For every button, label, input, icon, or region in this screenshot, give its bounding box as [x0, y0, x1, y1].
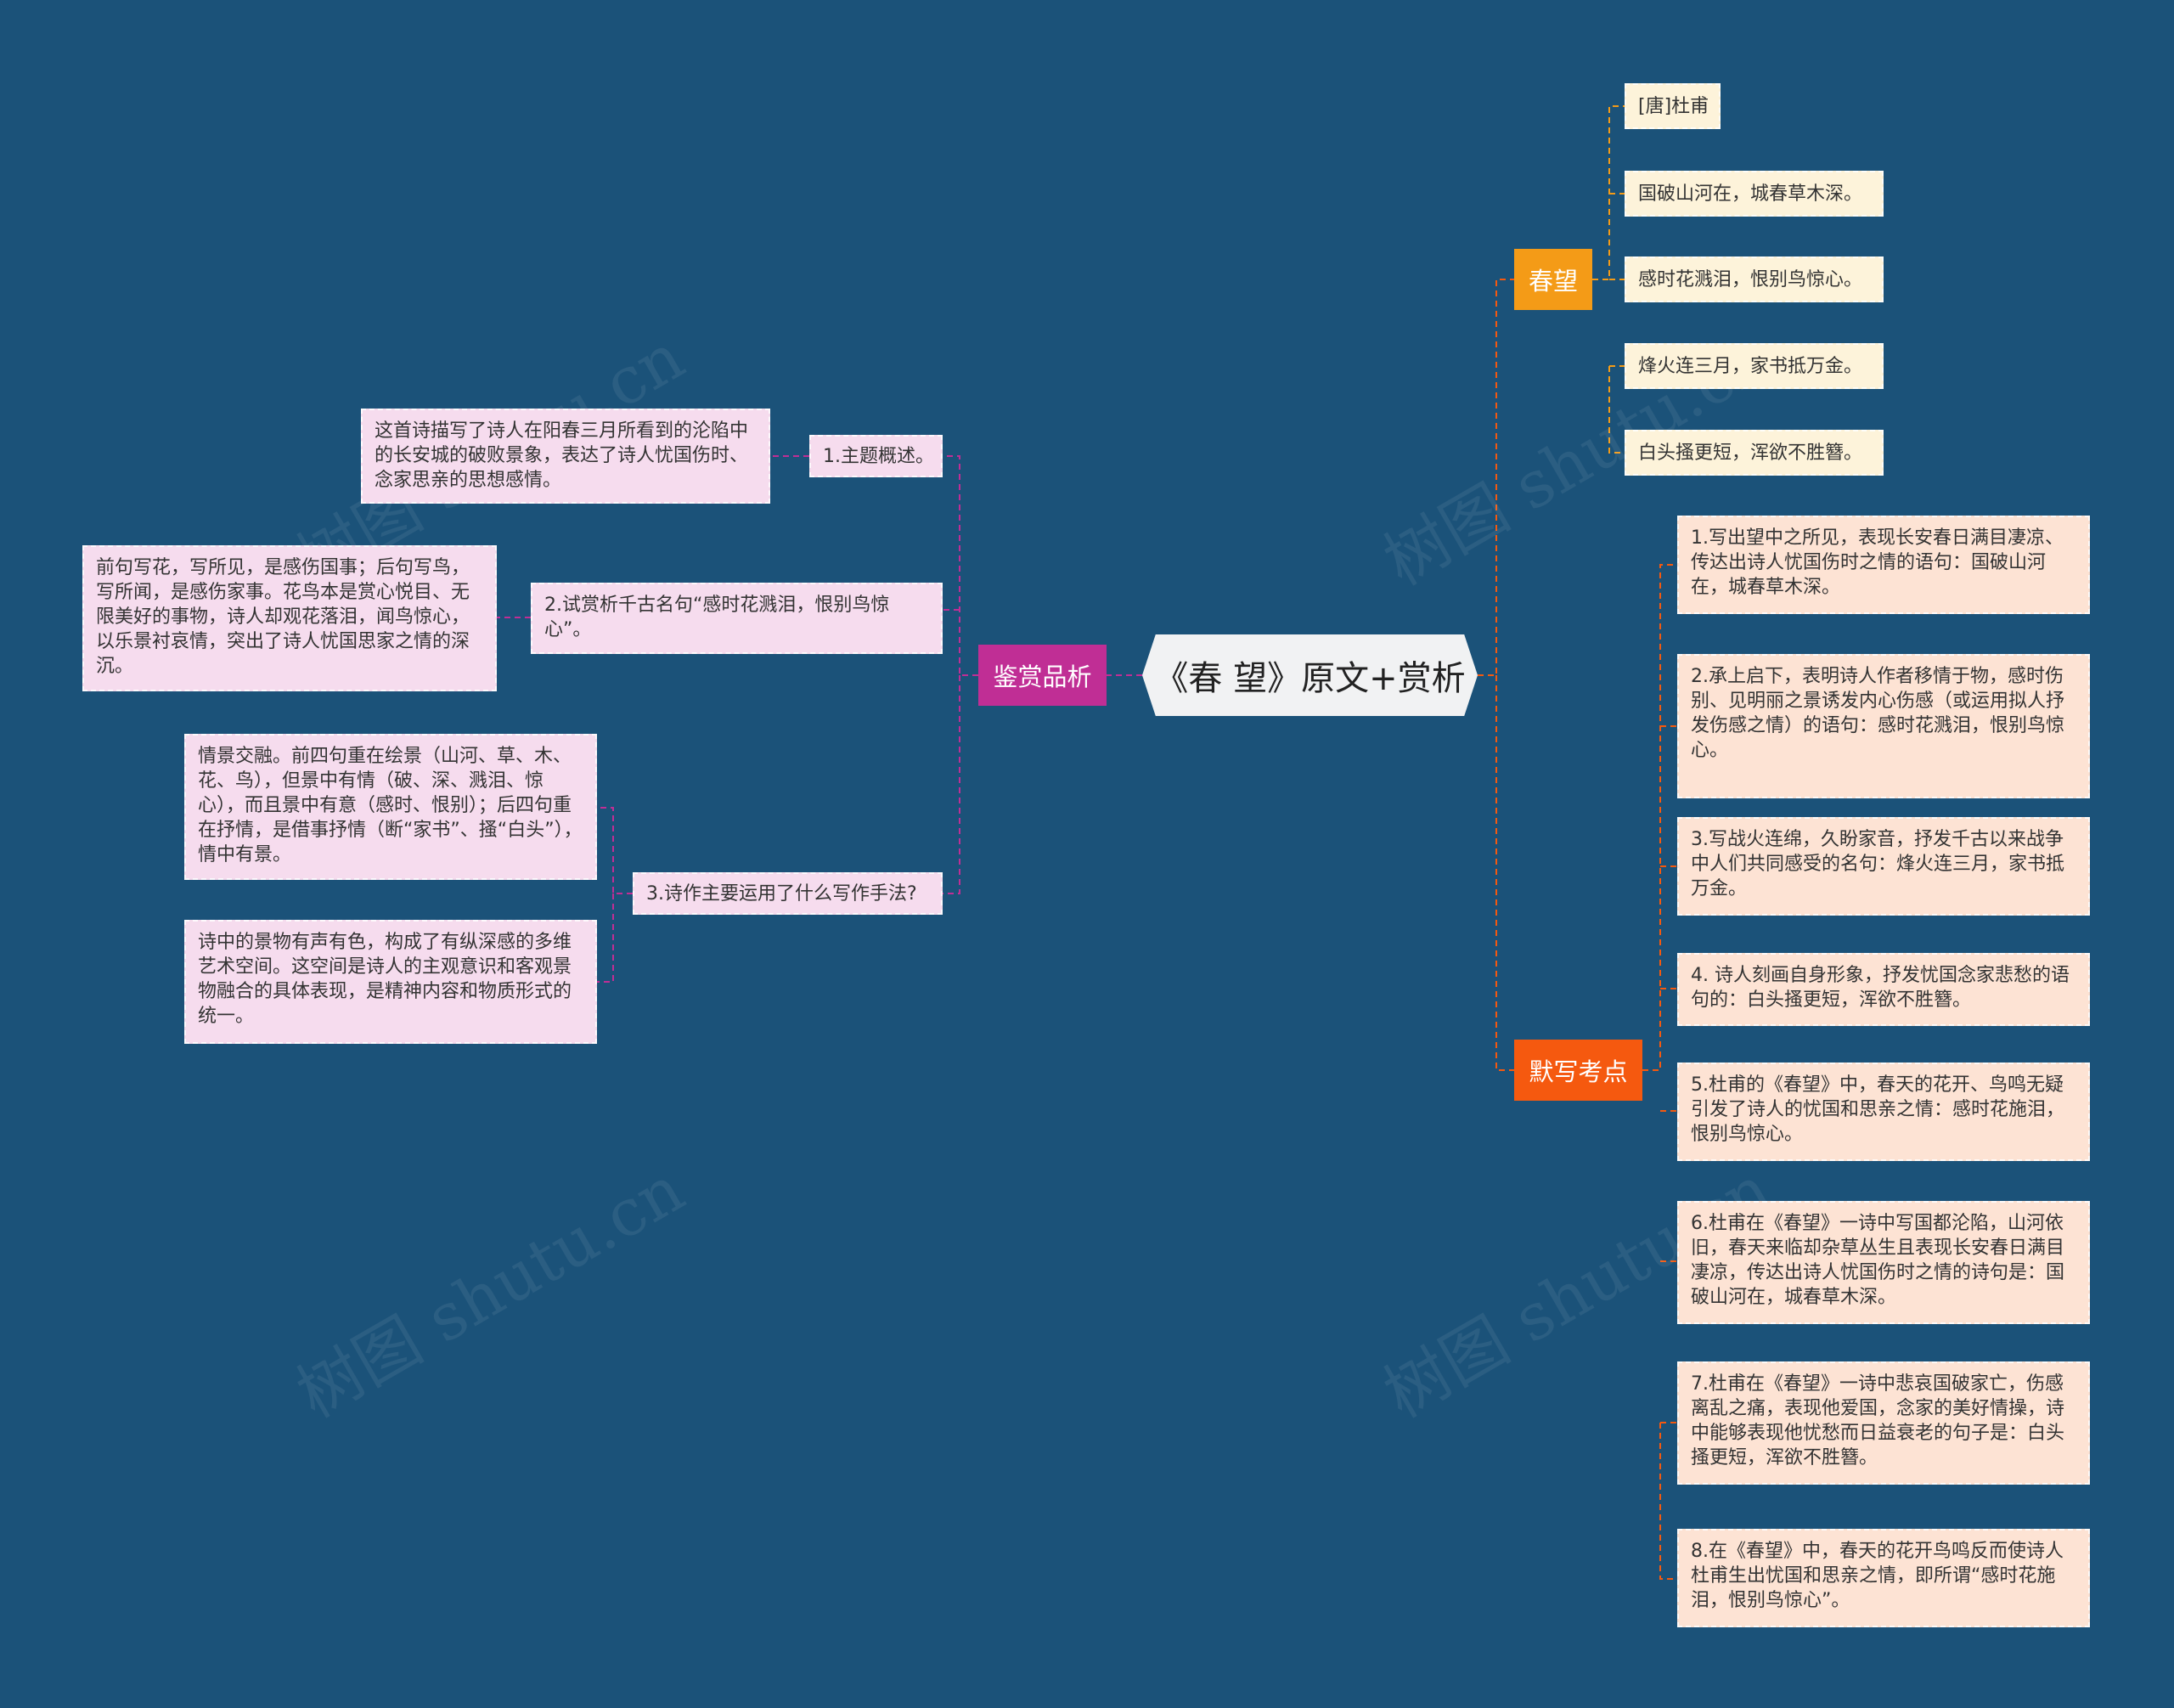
dictation-item-6: 6.杜甫在《春望》一诗中写国都沦陷，山河依旧，春天来临却杂草丛生且表现长安春日满…: [1677, 1201, 2090, 1324]
appreciation-item-2[interactable]: 2.试赏析千古名句“感时花溅泪，恨别鸟惊心”。: [531, 583, 943, 654]
link-item3-details: [597, 807, 633, 983]
link-poem-lines: [1592, 105, 1625, 454]
appreciation-item-3-detail-1: 情景交融。前四句重在绘景（山河、草、木、花、鸟），但景中有情（破、深、溅泪、惊心…: [184, 734, 597, 880]
poem-line-3: 烽火连三月，家书抵万金。: [1625, 343, 1884, 389]
link-exam-items: [1642, 564, 1677, 1580]
appreciation-item-3-detail-2: 诗中的景物有声有色，构成了有纵深感的多维艺术空间。这空间是诗人的主观意识和客观景…: [184, 920, 597, 1044]
appreciation-item-3[interactable]: 3.诗作主要运用了什么写作手法?: [633, 872, 943, 915]
poem-line-1: 国破山河在，城春草木深。: [1625, 171, 1884, 217]
dictation-item-5: 5.杜甫的《春望》中，春天的花开、鸟鸣无疑引发了诗人的忧国和思亲之情：感时花施泪…: [1677, 1063, 2090, 1161]
branch-dictation[interactable]: 默写考点: [1514, 1040, 1642, 1101]
appreciation-item-1-detail: 这首诗描写了诗人在阳春三月所看到的沦陷中的长安城的破败景象，表达了诗人忧国伤时、…: [361, 409, 770, 504]
link-left-items: [943, 455, 978, 894]
dictation-item-8: 8.在《春望》中，春天的花开鸟鸣反而使诗人杜甫生出忧国和思亲之情，即所谓“感时花…: [1677, 1529, 2090, 1627]
dictation-item-3: 3.写战火连绵，久盼家音，抒发千古以来战争中人们共同感受的名句：烽火连三月，家书…: [1677, 817, 2090, 916]
branch-poem[interactable]: 春望: [1514, 249, 1592, 310]
dictation-item-2: 2.承上启下，表明诗人作者移情于物，感时伤别、见明丽之景诱发内心伤感（或运用拟人…: [1677, 654, 2090, 798]
dictation-item-1: 1.写出望中之所见，表现长安春日满目凄凉、传达出诗人忧国伤时之情的语句：国破山河…: [1677, 516, 2090, 614]
poem-line-2: 感时花溅泪，恨别鸟惊心。: [1625, 256, 1884, 302]
appreciation-item-2-detail: 前句写花，写所见，是感伤国事；后句写鸟，写所闻，是感伤家事。花鸟本是赏心悦目、无…: [82, 545, 497, 691]
dictation-item-4: 4. 诗人刻画自身形象，抒发忧国念家悲愁的语句的：白头搔更短，浑欲不胜簪。: [1677, 953, 2090, 1026]
dictation-item-7: 7.杜甫在《春望》一诗中悲哀国破家亡，伤感离乱之痛，表现他爱国，念家的美好情操，…: [1677, 1361, 2090, 1485]
central-topic[interactable]: 《春 望》原文+赏析: [1142, 634, 1478, 716]
poem-line-4: 白头搔更短，浑欲不胜簪。: [1625, 430, 1884, 476]
branch-appreciation[interactable]: 鉴赏品析: [978, 645, 1107, 706]
link-center-right: [1478, 279, 1514, 1071]
appreciation-item-1[interactable]: 1.主题概述。: [809, 435, 943, 477]
poem-author: [唐]杜甫: [1625, 83, 1721, 129]
